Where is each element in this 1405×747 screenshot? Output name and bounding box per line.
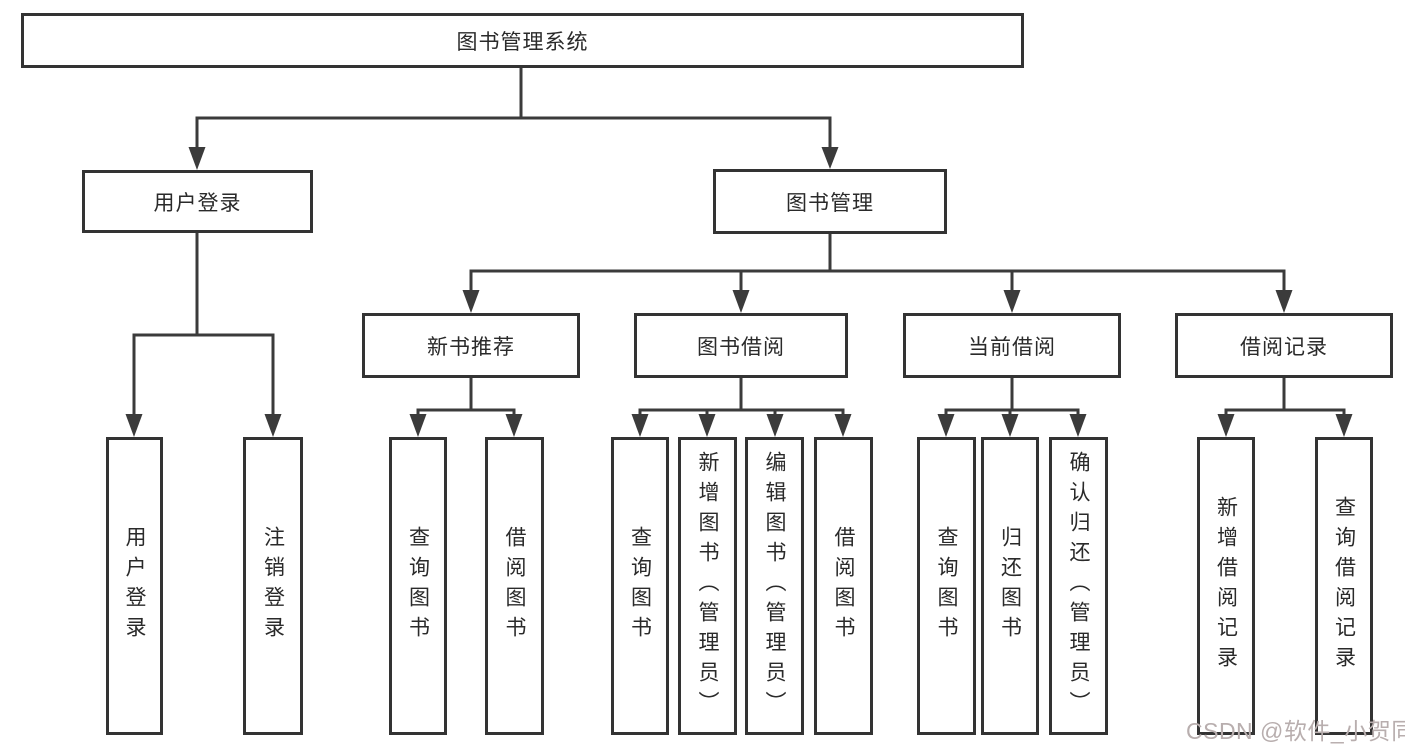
node-borrow-records: 借阅记录 xyxy=(1175,313,1393,378)
node-user-login: 用户登录 xyxy=(82,170,313,233)
leaf-add-borrow-record: 新增借阅记录 xyxy=(1197,437,1255,735)
leaf-query-books-borrow: 查询图书 xyxy=(611,437,669,735)
leaf-add-books-admin: 新增图书（管理员） xyxy=(678,437,737,735)
leaf-edit-books-admin: 编辑图书（管理员） xyxy=(745,437,804,735)
node-book-borrow: 图书借阅 xyxy=(634,313,848,378)
leaf-borrow-books-recommend: 借阅图书 xyxy=(485,437,544,735)
leaf-confirm-return-admin: 确认归还（管理员） xyxy=(1049,437,1108,735)
node-library-management-system: 图书管理系统 xyxy=(21,13,1024,68)
node-book-management: 图书管理 xyxy=(713,169,947,234)
node-current-borrow: 当前借阅 xyxy=(903,313,1121,378)
leaf-borrow-books: 借阅图书 xyxy=(814,437,873,735)
leaf-query-books-recommend: 查询图书 xyxy=(389,437,447,735)
leaf-user-login: 用户登录 xyxy=(106,437,163,735)
leaf-query-books-current: 查询图书 xyxy=(917,437,976,735)
leaf-query-borrow-record: 查询借阅记录 xyxy=(1315,437,1373,735)
node-new-book-recommend: 新书推荐 xyxy=(362,313,580,378)
leaf-logout: 注销登录 xyxy=(243,437,303,735)
leaf-return-books: 归还图书 xyxy=(981,437,1039,735)
csdn-watermark: CSDN @软件_小贺同学 xyxy=(1186,718,1405,744)
